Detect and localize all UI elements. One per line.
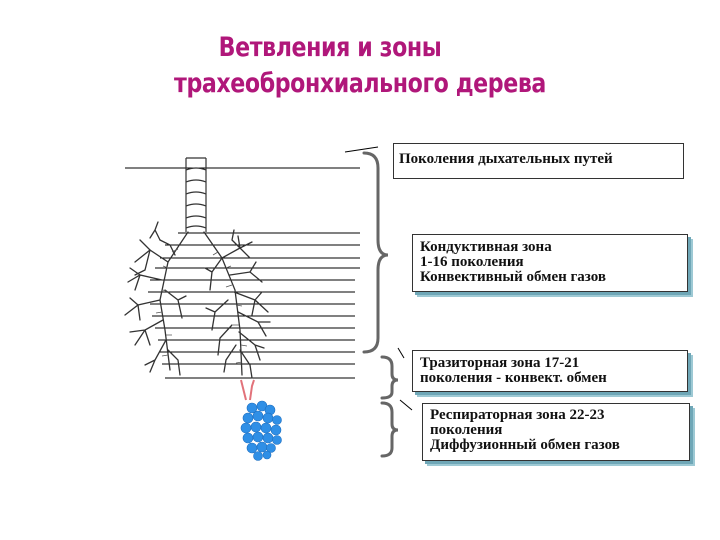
right-bronchial-branches (203, 229, 271, 379)
bronchial-cartilage-ticks (155, 248, 248, 364)
slide-title-line-1: Ветвления и зоны (218, 32, 442, 63)
conductive-zone-exchange: Конвективный обмен газов (420, 269, 606, 285)
transitional-zone-title: Тразиторная зона 17-21 (420, 355, 580, 371)
zone-braces (362, 151, 399, 458)
respiratory-zone-generations: поколения (430, 422, 503, 438)
alveolar-cluster (240, 400, 282, 461)
conductive-zone-box: Кондуктивная зона 1-16 поколения Конвект… (412, 234, 688, 292)
respiratory-zone-title: Респираторная зона 22-23 (430, 407, 605, 423)
generations-label-box: Поколения дыхательных путей (393, 143, 684, 179)
respiratory-zone-box: Респираторная зона 22-23 поколения Диффу… (422, 403, 690, 461)
conductive-zone-brace (362, 151, 389, 354)
slide-title-line-2: трахеобронхиального дерева (174, 68, 546, 99)
transitional-zone-box: Тразиторная зона 17-21 поколения - конве… (412, 350, 688, 392)
conductive-zone-title: Кондуктивная зона (420, 239, 552, 255)
respiratory-zone-exchange: Диффузионный обмен газов (430, 437, 620, 453)
trachea (185, 157, 207, 232)
left-bronchial-branches (124, 221, 189, 376)
generations-label: Поколения дыхательных путей (399, 151, 613, 167)
transitional-zone-generations: поколения - конвект. обмен (420, 370, 607, 386)
conductive-zone-generations: 1-16 поколения (420, 254, 524, 270)
pointer-strokes (344, 146, 413, 411)
respiratory-zone-brace (380, 401, 399, 458)
transitional-zone-brace (380, 355, 399, 400)
terminal-bronchiole (240, 379, 255, 401)
